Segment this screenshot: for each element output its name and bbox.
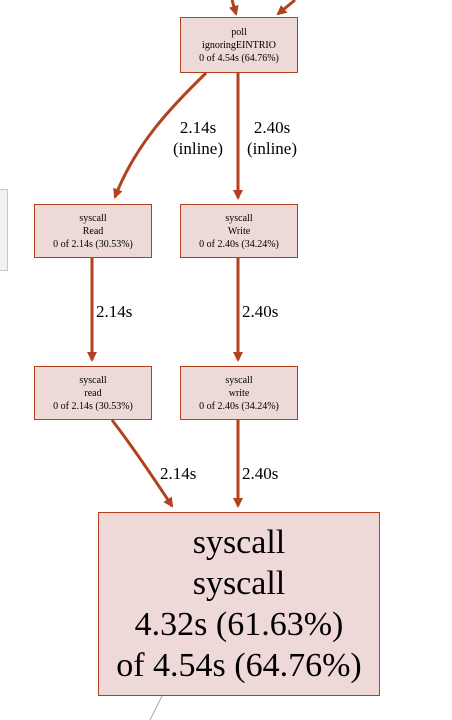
node-write-lower-line3: 0 of 2.40s (34.24%)	[199, 400, 279, 412]
node-read-upper-line1: syscall	[79, 212, 107, 224]
node-read-lower-line1: syscall	[79, 374, 107, 386]
node-syscall-syscall[interactable]: syscall syscall 4.32s (61.63%) of 4.54s …	[98, 512, 380, 696]
node-poll-ignoringEINTRIO[interactable]: poll ignoringEINTRIO 0 of 4.54s (64.76%)	[180, 17, 298, 73]
node-read-upper-line2: Read	[82, 225, 104, 237]
incoming-edge-left	[228, 0, 239, 16]
node-syscall-write[interactable]: syscall write 0 of 2.40s (34.24%)	[180, 366, 298, 420]
incoming-edge-right	[276, 0, 296, 16]
node-syscall-Write[interactable]: syscall Write 0 of 2.40s (34.24%)	[180, 204, 298, 258]
edge-poll-to-read	[113, 71, 208, 199]
node-main-line1: syscall	[192, 524, 286, 561]
node-poll-line1: poll	[231, 26, 247, 38]
edge-label-poll-to-write: 2.40s (inline)	[238, 117, 306, 159]
node-main-line4: of 4.54s (64.76%)	[116, 647, 362, 684]
node-write-lower-line2: write	[228, 387, 250, 399]
node-write-lower-line1: syscall	[225, 374, 253, 386]
node-poll-line2: ignoringEINTRIO	[202, 39, 276, 51]
node-main-line2: syscall	[192, 565, 286, 602]
node-write-upper-line1: syscall	[225, 212, 253, 224]
edge-label-read-to-main: 2.14s	[160, 464, 197, 483]
edge-label-poll-to-write-value: 2.40s	[253, 118, 291, 137]
node-syscall-Read[interactable]: syscall Read 0 of 2.14s (30.53%)	[34, 204, 152, 258]
node-read-lower-line3: 0 of 2.14s (30.53%)	[53, 400, 133, 412]
edge-label-poll-to-read: 2.14s (inline)	[164, 117, 232, 159]
edge-tail-below-main	[149, 695, 163, 720]
edge-label-poll-to-write-note: (inline)	[246, 139, 298, 158]
edge-read-to-main	[110, 419, 174, 508]
node-write-upper-line2: Write	[227, 225, 251, 237]
edge-label-read-upper-to-lower: 2.14s	[96, 302, 133, 321]
node-read-lower-line2: read	[84, 387, 102, 399]
edge-label-write-to-main: 2.40s	[242, 464, 279, 483]
edge-label-write-upper-to-lower: 2.40s	[242, 302, 279, 321]
node-syscall-read[interactable]: syscall read 0 of 2.14s (30.53%)	[34, 366, 152, 420]
node-main-line3: 4.32s (61.63%)	[134, 606, 344, 643]
node-poll-line3: 0 of 4.54s (64.76%)	[199, 52, 279, 64]
node-read-upper-line3: 0 of 2.14s (30.53%)	[53, 238, 133, 250]
edge-label-poll-to-read-note: (inline)	[172, 139, 224, 158]
edge-label-poll-to-read-value: 2.14s	[179, 118, 217, 137]
side-panel-edge	[0, 189, 8, 271]
node-write-upper-line3: 0 of 2.40s (34.24%)	[199, 238, 279, 250]
